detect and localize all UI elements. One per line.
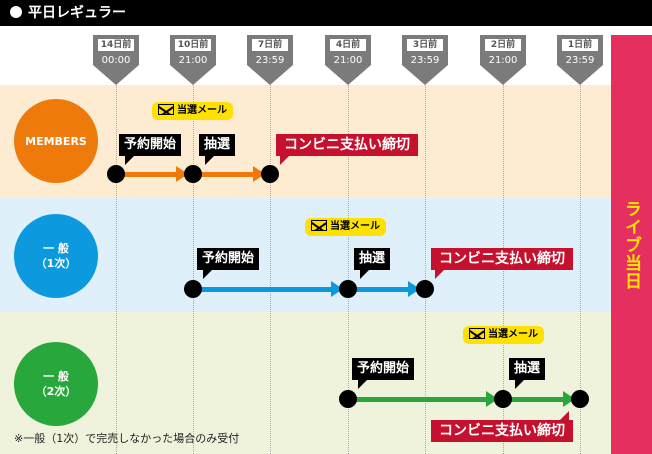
guide-line [425,85,426,454]
reservation-start-tag: 予約開始 [119,134,182,165]
guide-line [193,85,194,454]
ippan1-circle: 一 般（1次） [14,214,98,298]
footnote: ※一般（1次）で完売しなかった場合のみ受付 [14,432,240,445]
live-day-column: ライブ当日 [611,35,652,454]
timeline-node [494,390,512,408]
progress-arrow [503,397,565,402]
live-day-label: ライブ当日 [621,199,641,290]
win-mail-badge: 当選メール [152,102,233,120]
progress-arrow [348,287,410,292]
win-mail-badge: 当選メール [463,326,544,344]
guide-line [270,85,271,454]
timeline-node [339,280,357,298]
bullet-icon [10,6,22,18]
timeline-node [184,165,202,183]
members-circle: MEMBERS [14,99,98,183]
lottery-tag: 抽選 [199,134,236,165]
payment-deadline-tag: コンビニ支払い締切 [431,248,573,279]
lottery-tag: 抽選 [354,248,391,279]
timeline-node [416,280,434,298]
header-title: 平日レギュラー [28,5,126,21]
guide-line [580,85,581,454]
mail-icon [469,328,485,339]
schedule-header: 平日レギュラー [0,0,652,26]
payment-deadline-tag: コンビニ支払い締切 [276,134,418,165]
progress-arrow [116,172,178,177]
reservation-start-tag: 予約開始 [197,248,260,279]
progress-arrow [193,172,255,177]
ippan2-circle: 一 般（2次） [14,342,98,426]
reservation-start-tag: 予約開始 [352,358,415,389]
timeline-node [184,280,202,298]
timeline-node [261,165,279,183]
progress-arrow [193,287,333,292]
timeline-node [571,390,589,408]
guide-line [348,85,349,454]
win-mail-badge: 当選メール [305,218,386,236]
mail-icon [311,220,327,231]
timeline-node [339,390,357,408]
payment-deadline-tag: コンビニ支払い締切 [431,411,573,442]
mail-icon [158,104,174,115]
progress-arrow [348,397,488,402]
lottery-tag: 抽選 [509,358,546,389]
timeline-node [107,165,125,183]
guide-line [116,85,117,454]
